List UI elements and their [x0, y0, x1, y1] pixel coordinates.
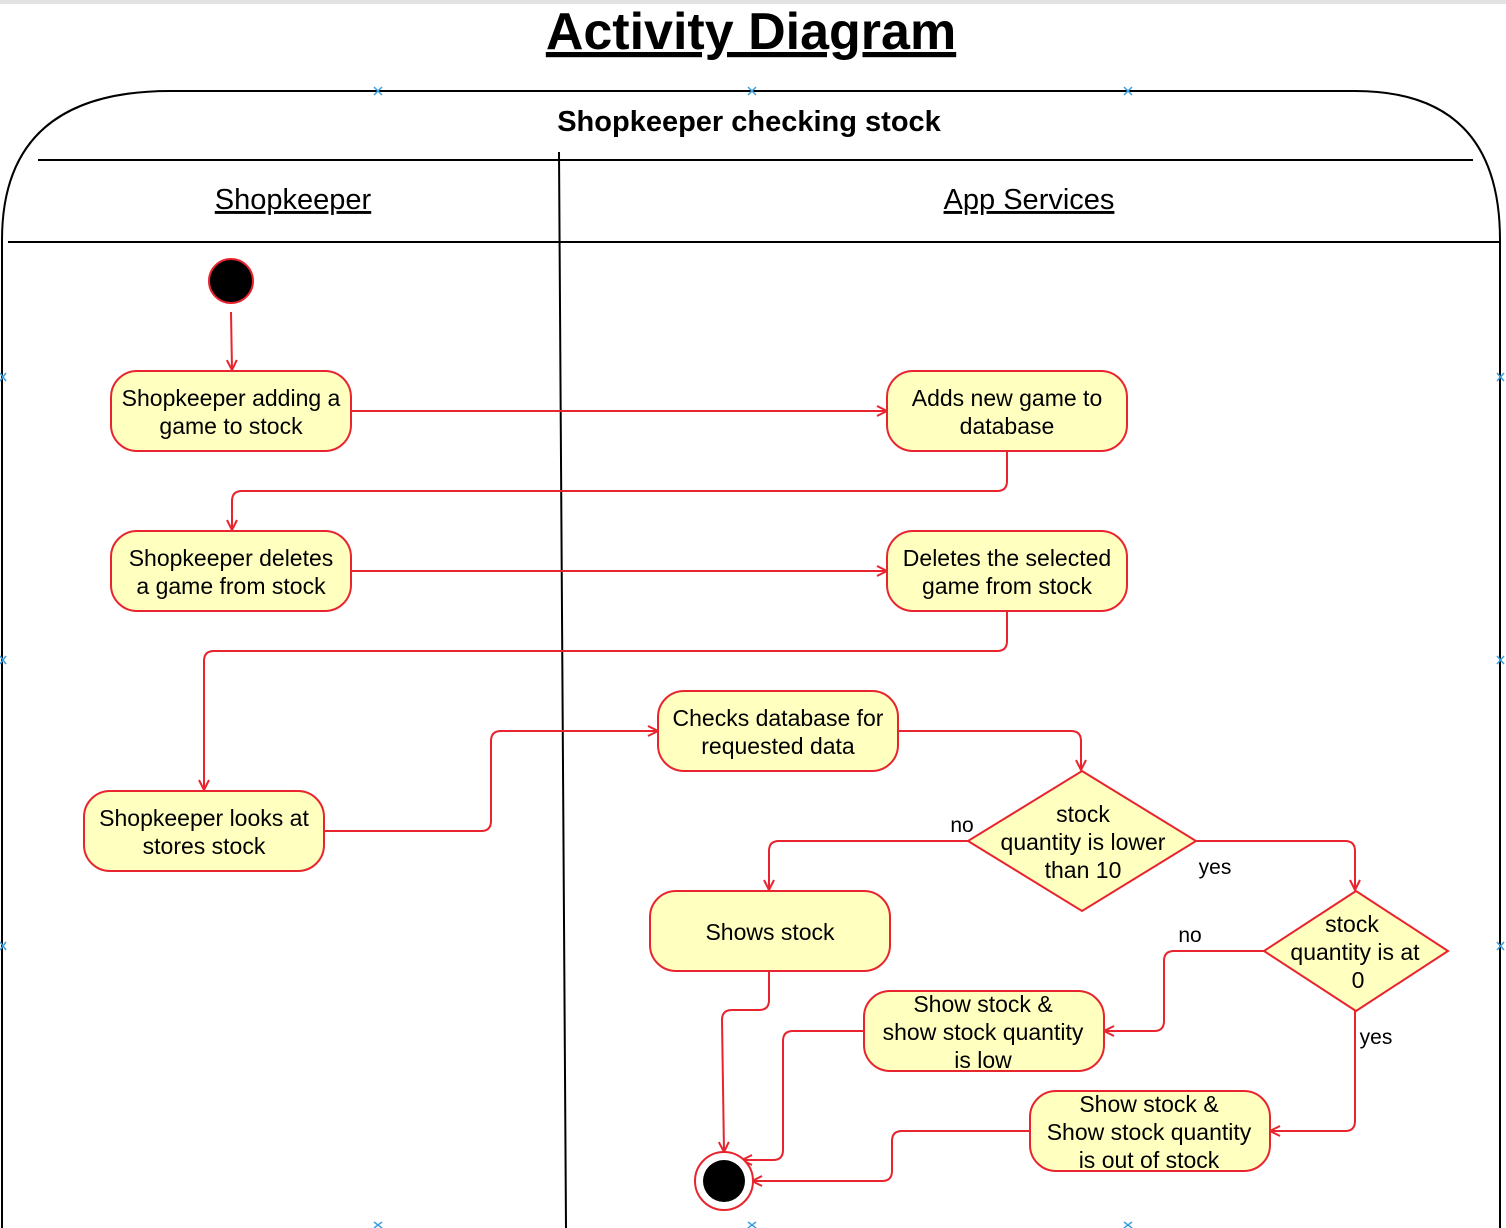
lane-shopkeeper: Shopkeeper — [215, 184, 372, 216]
edge-decision-zero — [1195, 840, 1355, 890]
edge-low-end — [742, 1030, 864, 1160]
edge-shows-end — [722, 970, 770, 1152]
edge-start-add — [231, 311, 232, 370]
node-shows-stock: Shows stock — [649, 890, 891, 972]
edge-out-end — [752, 1130, 1030, 1181]
lane-app-services: App Services — [944, 184, 1115, 216]
top-bar — [0, 0, 1506, 4]
initial-node — [208, 258, 254, 304]
edge-check-decision — [897, 730, 1081, 770]
edge-zero-out — [1270, 1010, 1356, 1131]
lane-divider — [558, 151, 567, 1228]
edge-adddb-delete — [232, 451, 1008, 530]
edges — [204, 311, 1356, 1181]
label-zero-yes: yes — [1360, 1026, 1393, 1049]
pool-title: Shopkeeper checking stock — [557, 106, 941, 138]
label-zero-no: no — [1178, 924, 1201, 947]
final-node — [694, 1151, 754, 1211]
label-low-no: no — [950, 814, 973, 837]
pool-outline — [0, 90, 1501, 1228]
diagram-title: Activity Diagram — [546, 3, 956, 61]
edge-look-check — [323, 731, 658, 832]
label-low-yes: yes — [1199, 856, 1232, 879]
edge-zero-low — [1104, 950, 1265, 1031]
connection-markers — [0, 86, 1505, 1228]
edge-deleted-look — [204, 611, 1008, 790]
svg-text:Shows stock: Shows stock — [705, 919, 835, 945]
edge-decision-shows — [769, 840, 968, 890]
